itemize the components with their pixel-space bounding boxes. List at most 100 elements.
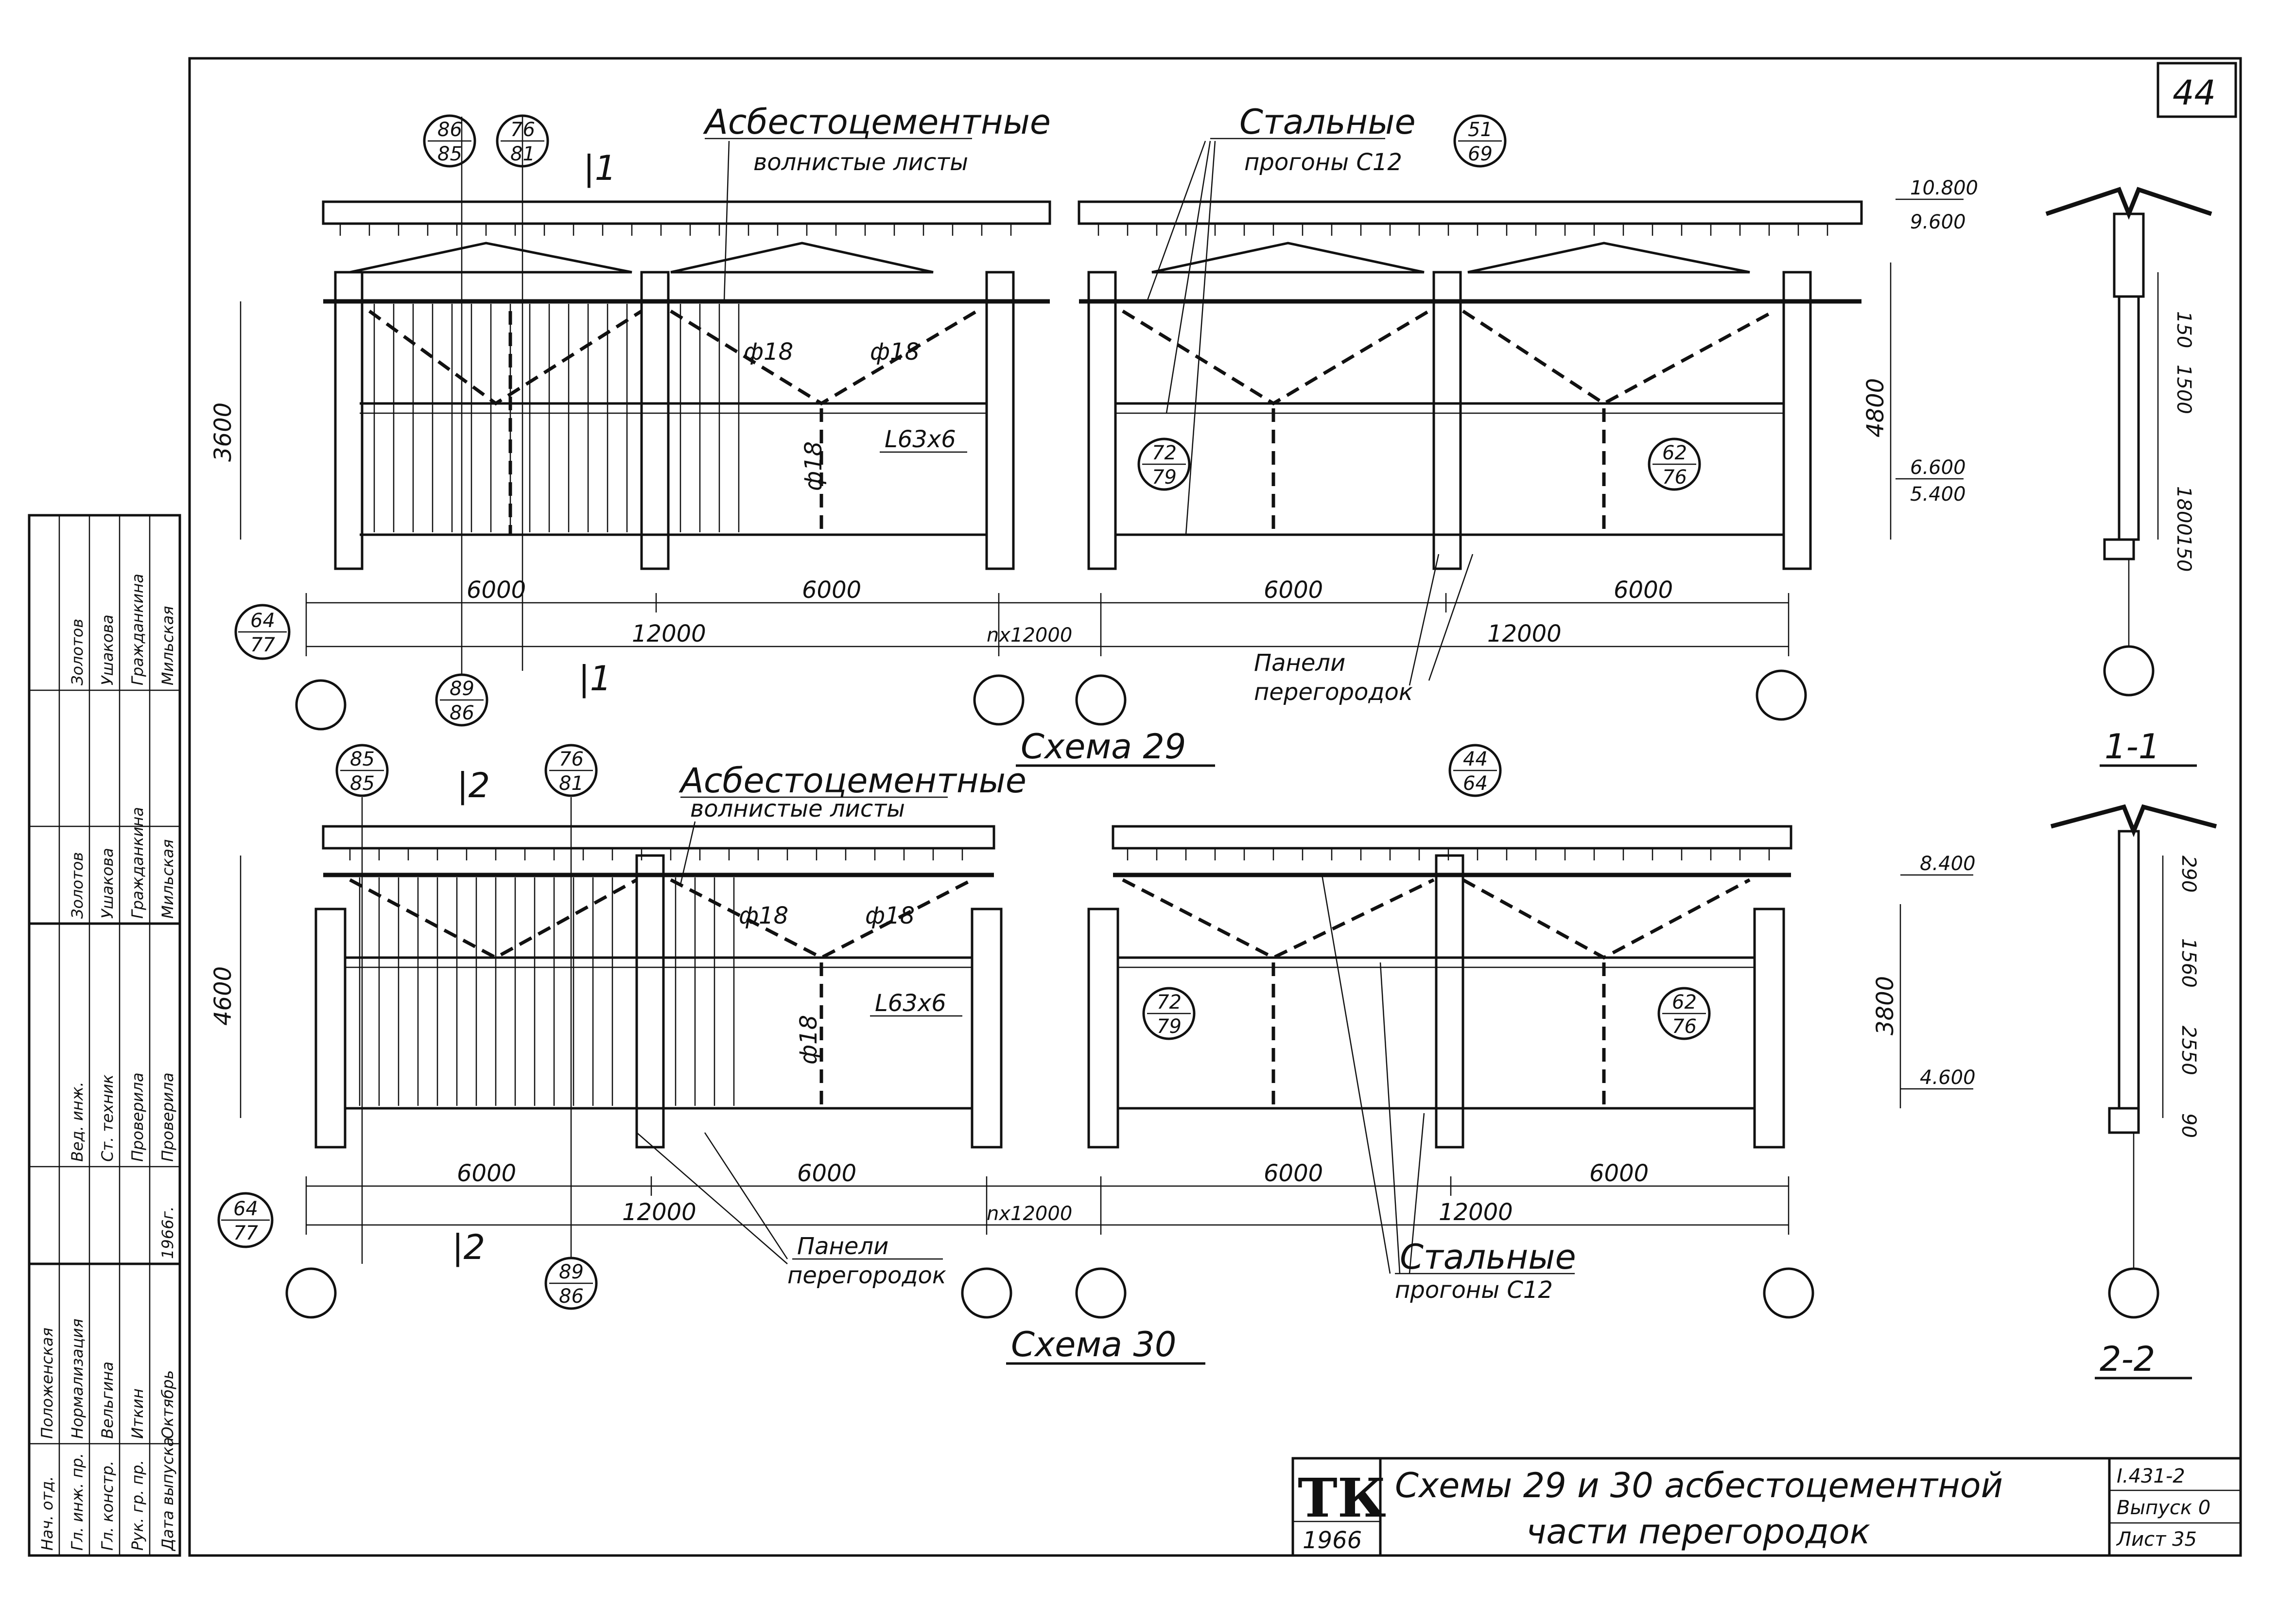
label-purlins-1: Стальные	[1239, 102, 1416, 142]
svg-text:85: 85	[437, 143, 462, 165]
section-mark-bottom-a: |2	[457, 766, 490, 805]
svg-text:76: 76	[559, 748, 584, 770]
stamp-role-4: Рук. гр. пр.	[128, 1460, 147, 1551]
section2-title: 2-2	[2100, 1339, 2155, 1379]
title-issue: Выпуск 0	[2117, 1497, 2210, 1519]
dim-total-1: 12000	[622, 1199, 696, 1226]
stamp-year: 1966г.	[158, 1206, 177, 1259]
section1-title: 1-1	[2105, 727, 2160, 767]
section-2-2: 290 1560 2550 90 2-2	[2050, 804, 2217, 1380]
rod-label-2: ф18	[865, 902, 915, 929]
dim-nx: nx12000	[987, 1203, 1072, 1225]
dim-span-4: 6000	[1614, 577, 1673, 604]
svg-text:72: 72	[1157, 991, 1182, 1014]
svg-text:64: 64	[1463, 772, 1488, 795]
stamp-sign-4: Мильская	[158, 606, 177, 686]
dim-span-3: 6000	[1264, 577, 1323, 604]
label-panels-2: перегородок	[1254, 679, 1413, 706]
sheet-frame	[188, 57, 2242, 1557]
rod-label-2: ф18	[870, 338, 920, 366]
dim-height-right: 4800	[1862, 378, 1889, 437]
label-purlins-2: прогоны С12	[1395, 1276, 1553, 1304]
approval-stamp: Нач. отд. Гл. инж. пр. Гл. констр. Рук. …	[28, 514, 181, 1557]
stamp-bottom-4: Иткин	[128, 1388, 147, 1439]
stamp-role-5: Дата выпуска	[158, 1437, 177, 1552]
logo: ТК	[1298, 1467, 1386, 1529]
svg-text:79: 79	[1152, 466, 1177, 489]
dim-span-1: 6000	[467, 577, 526, 604]
stamp-left-role-4: Проверила	[158, 1072, 177, 1162]
section1-dim-4: 150	[2173, 535, 2195, 572]
dim-span-3: 6000	[1264, 1160, 1323, 1187]
axis-circle	[1075, 1267, 1127, 1319]
stamp-left-name-4: Мильская	[158, 839, 177, 919]
section-mark-bottom-b: |2	[452, 1227, 485, 1267]
section1-dim-3: 1800	[2173, 486, 2195, 536]
svg-text:76: 76	[1662, 466, 1687, 489]
stamp-left-name-3: Гражданкина	[128, 807, 147, 919]
section2-dim-2: 1560	[2177, 938, 2200, 988]
label-panels-1: Панели	[797, 1233, 888, 1260]
svg-text:77: 77	[233, 1222, 258, 1244]
title-line-1: Схемы 29 и 30 асбестоцементной	[1395, 1466, 2003, 1505]
stamp-left-role-1: Вед. инж.	[68, 1082, 87, 1162]
label-asbestos-1: Асбестоцементные	[678, 761, 1026, 801]
stamp-left-name-1: Золотов	[68, 852, 87, 919]
dim-span-2: 6000	[802, 577, 861, 604]
stamp-bottom-2: Нормализация	[68, 1319, 87, 1439]
svg-text:89: 89	[559, 1261, 584, 1283]
dim-height-left: 4600	[209, 966, 237, 1026]
dim-nx: nx12000	[987, 624, 1072, 647]
title-year: 1966	[1303, 1527, 1362, 1554]
label-panels-1: Панели	[1254, 649, 1345, 677]
section2-dim-4: 90	[2177, 1113, 2200, 1138]
stamp-bottom-5: Октябрь	[158, 1370, 177, 1439]
svg-text:69: 69	[1468, 143, 1493, 165]
svg-text:86: 86	[437, 119, 462, 141]
section2-dim-3: 2550	[2177, 1026, 2200, 1075]
scheme-30-title: Схема 30	[1011, 1325, 1176, 1364]
svg-text:86: 86	[450, 702, 474, 724]
svg-text:72: 72	[1152, 442, 1177, 464]
stamp-left-role-3: Проверила	[128, 1072, 147, 1162]
label-purlins-1: Стальные	[1400, 1237, 1576, 1277]
label-purlins-2: прогоны С12	[1244, 149, 1402, 176]
title-block: ТК 1966 Схемы 29 и 30 асбестоцементной ч…	[1291, 1457, 2242, 1557]
dim-total-2: 12000	[1487, 620, 1562, 647]
title-sheet: Лист 35	[2116, 1528, 2197, 1551]
axis-circle	[295, 679, 347, 731]
stamp-left-name-2: Ушакова	[98, 848, 117, 919]
dim-height-left: 3600	[209, 402, 237, 462]
sheet-number: 44	[2173, 73, 2216, 113]
svg-text:85: 85	[350, 748, 375, 770]
label-panels-2: перегородок	[787, 1262, 946, 1289]
label-asbestos-1: Асбестоцементные	[703, 102, 1051, 142]
rod-label-3: ф18	[800, 441, 827, 491]
label-asbestos-2: волнистые листы	[753, 149, 968, 176]
section-1-1: 150 1500 1800 150 1-1	[2045, 187, 2212, 767]
dim-total-2: 12000	[1439, 1199, 1513, 1226]
svg-text:44: 44	[1463, 748, 1488, 770]
stamp-role-1: Нач. отд.	[38, 1476, 56, 1551]
svg-text:64: 64	[250, 610, 275, 632]
title-code: I.431-2	[2117, 1465, 2185, 1487]
label-asbestos-2: волнистые листы	[690, 795, 905, 822]
rod-label-3: ф18	[795, 1015, 822, 1065]
axis-circle	[285, 1267, 337, 1319]
section1-dim-2: 1500	[2173, 365, 2195, 414]
elevation-scheme-30: 6000 6000 6000 6000 12000 nx12000 12000 …	[209, 744, 1976, 1365]
axis-circle	[1756, 669, 1807, 721]
level-4: 5.400	[1910, 483, 1966, 506]
level-2: 4.600	[1920, 1066, 1976, 1089]
dim-height-right: 3800	[1872, 976, 1899, 1035]
rod-label-1: ф18	[744, 338, 793, 366]
